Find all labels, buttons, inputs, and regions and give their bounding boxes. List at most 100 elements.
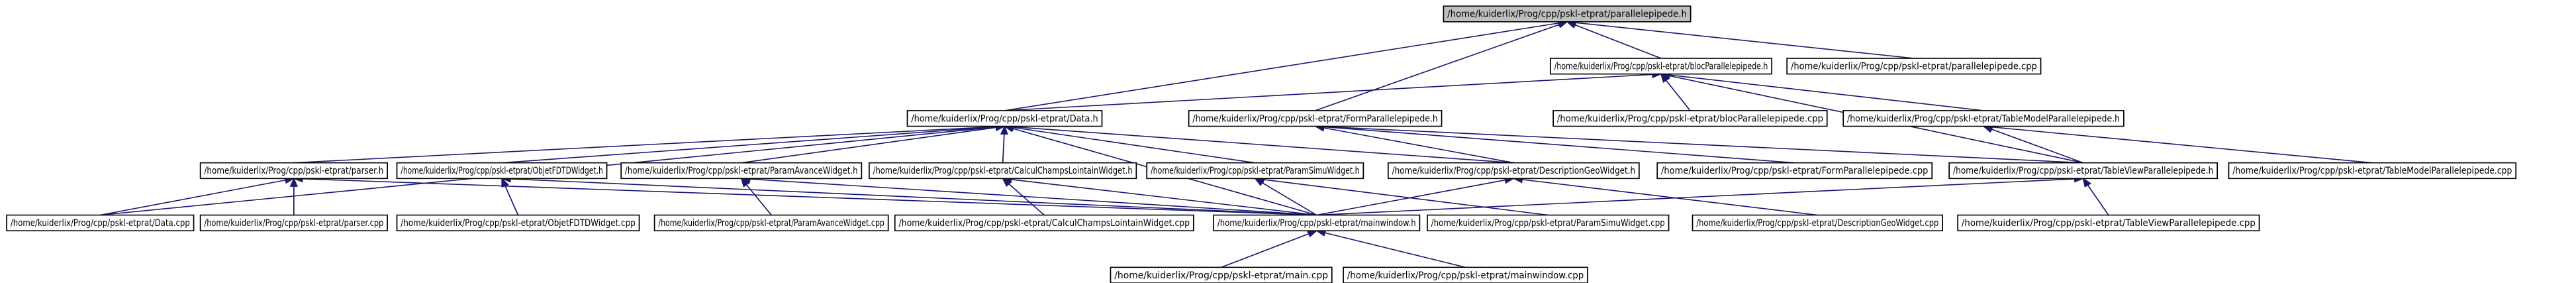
- node-tableview-cpp[interactable]: /home/kuiderlix/Prog/cpp/pskl-etprat/Tab…: [1957, 214, 2260, 231]
- edge-mainwindow-h-to-tableview-h: [1316, 175, 2085, 216]
- node-box: [1552, 110, 1828, 127]
- edge-line: [1665, 80, 1691, 111]
- node-label: /home/kuiderlix/Prog/cpp/pskl-etprat/blo…: [1554, 62, 1768, 72]
- node-box: [199, 214, 388, 231]
- edge-line: [1013, 126, 1514, 164]
- node-box: [1786, 58, 2042, 75]
- node-blocpar-cpp[interactable]: /home/kuiderlix/Prog/cpp/pskl-etprat/blo…: [1552, 110, 1828, 127]
- arrowhead: [1306, 230, 1318, 238]
- edge-line: [504, 186, 519, 215]
- node-box: [868, 162, 1137, 180]
- edge-line: [1575, 22, 1914, 59]
- node-label: /home/kuiderlix/Prog/cpp/pskl-etprat/Dat…: [11, 219, 190, 229]
- node-data-h[interactable]: /home/kuiderlix/Prog/cpp/pskl-etprat/Dat…: [906, 110, 1103, 127]
- node-paramavance-h[interactable]: /home/kuiderlix/Prog/cpp/pskl-etprat/Par…: [620, 162, 863, 180]
- edge-mainwindow-h-to-parser-h: [292, 175, 1317, 216]
- edge-paramavance-cpp-to-paramavance-h: [740, 177, 772, 215]
- node-box: [1387, 162, 1640, 180]
- arrowhead: [740, 177, 750, 188]
- arrowhead: [1254, 178, 1265, 186]
- edge-line: [1325, 232, 1466, 268]
- node-label: /home/kuiderlix/Prog/cpp/pskl-etprat/Tab…: [2232, 166, 2512, 176]
- node-mainwindow-cpp[interactable]: /home/kuiderlix/Prog/cpp/pskl-etprat/mai…: [1343, 266, 1588, 283]
- node-box: [1656, 162, 1933, 180]
- node-paramavance-cpp[interactable]: /home/kuiderlix/Prog/cpp/pskl-etprat/Par…: [653, 214, 889, 231]
- node-paramsimu-cpp[interactable]: /home/kuiderlix/Prog/cpp/pskl-etprat/Par…: [1427, 214, 1670, 231]
- edge-calcul-cpp-to-calcul-h: [1002, 178, 1045, 216]
- arrowhead: [1000, 125, 1008, 135]
- node-tableview-h[interactable]: /home/kuiderlix/Prog/cpp/pskl-etprat/Tab…: [1948, 162, 2218, 180]
- node-label: /home/kuiderlix/Prog/cpp/pskl-etprat/Tab…: [1962, 219, 2256, 229]
- edge-descgeo-h-to-data-h: [1003, 123, 1514, 164]
- edge-tablemodel-cpp-to-tablemodel-h: [1982, 123, 2373, 164]
- node-box: [1842, 110, 2124, 127]
- node-calcul-h[interactable]: /home/kuiderlix/Prog/cpp/pskl-etprat/Cal…: [868, 162, 1137, 180]
- edge-tablemodel-h-to-blocpar-h: [1660, 71, 1984, 111]
- edge-line: [1002, 134, 1005, 163]
- node-mainwindow-h[interactable]: /home/kuiderlix/Prog/cpp/pskl-etprat/mai…: [1213, 214, 1421, 231]
- node-label: /home/kuiderlix/Prog/cpp/pskl-etprat/Cal…: [873, 166, 1133, 176]
- edge-line: [1004, 23, 1559, 111]
- edge-line: [1316, 178, 2075, 216]
- node-box: [396, 214, 640, 231]
- edge-line: [1315, 24, 1560, 111]
- edge-line: [302, 178, 1317, 216]
- node-label: /home/kuiderlix/Prog/cpp/pskl-etprat/Par…: [1431, 219, 1665, 229]
- node-label: /home/kuiderlix/Prog/cpp/pskl-etprat/mai…: [1347, 270, 1584, 280]
- edge-line: [501, 126, 996, 164]
- edge-line: [510, 178, 1317, 216]
- edge-line: [1221, 233, 1310, 268]
- node-box: [1343, 266, 1588, 283]
- arrowhead: [289, 177, 298, 187]
- node-label: /home/kuiderlix/Prog/cpp/pskl-etprat/Cal…: [899, 219, 1190, 229]
- node-blocpar-h[interactable]: /home/kuiderlix/Prog/cpp/pskl-etprat/blo…: [1549, 58, 1773, 75]
- node-tablemodel-h[interactable]: /home/kuiderlix/Prog/cpp/pskl-etprat/Tab…: [1842, 110, 2124, 127]
- node-label: /home/kuiderlix/Prog/cpp/pskl-etprat/Tab…: [1953, 166, 2213, 176]
- node-box: [1427, 214, 1670, 231]
- node-formpar-cpp[interactable]: /home/kuiderlix/Prog/cpp/pskl-etprat/For…: [1656, 162, 1933, 180]
- node-label: /home/kuiderlix/Prog/cpp/pskl-etprat/blo…: [1557, 114, 1823, 124]
- arrowhead: [1982, 125, 1994, 133]
- node-descgeo-cpp[interactable]: /home/kuiderlix/Prog/cpp/pskl-etprat/Des…: [1692, 214, 1943, 231]
- edge-line: [1262, 182, 1317, 216]
- node-data-cpp[interactable]: /home/kuiderlix/Prog/cpp/pskl-etprat/Dat…: [6, 214, 195, 231]
- node-label: /home/kuiderlix/Prog/cpp/pskl-etprat/par…: [204, 166, 383, 176]
- node-label: /home/kuiderlix/Prog/cpp/pskl-etprat/Obj…: [401, 166, 603, 176]
- node-parser-cpp[interactable]: /home/kuiderlix/Prog/cpp/pskl-etprat/par…: [199, 214, 388, 231]
- node-label: /home/kuiderlix/Prog/cpp/pskl-etprat/Des…: [1696, 219, 1938, 229]
- edge-mainwindow-cpp-to-mainwindow-h: [1315, 229, 1466, 268]
- node-label: /home/kuiderlix/Prog/cpp/pskl-etprat/par…: [1447, 9, 1687, 19]
- node-objetfdtd-h[interactable]: /home/kuiderlix/Prog/cpp/pskl-etprat/Obj…: [396, 162, 608, 180]
- edge-parser-cpp-to-parser-h: [289, 177, 298, 215]
- node-box: [1957, 214, 2260, 231]
- node-paramsimu-h[interactable]: /home/kuiderlix/Prog/cpp/pskl-etprat/Par…: [1146, 162, 1364, 180]
- node-parser-h[interactable]: /home/kuiderlix/Prog/cpp/pskl-etprat/par…: [199, 162, 388, 180]
- node-tablemodel-cpp[interactable]: /home/kuiderlix/Prog/cpp/pskl-etprat/Tab…: [2228, 162, 2517, 180]
- node-par-cpp[interactable]: /home/kuiderlix/Prog/cpp/pskl-etprat/par…: [1786, 58, 2042, 75]
- edge-line: [1669, 74, 1984, 111]
- node-label: /home/kuiderlix/Prog/cpp/pskl-etprat/mai…: [1114, 270, 1328, 280]
- edge-line: [1316, 179, 1505, 216]
- edge-line: [1574, 24, 1662, 59]
- node-label: /home/kuiderlix/Prog/cpp/pskl-etprat/Par…: [658, 219, 884, 229]
- edge-line: [2087, 184, 2109, 215]
- node-label: /home/kuiderlix/Prog/cpp/pskl-etprat/Des…: [1392, 166, 1635, 176]
- node-formpar-h[interactable]: /home/kuiderlix/Prog/cpp/pskl-etprat/For…: [1188, 110, 1443, 127]
- node-descgeo-h[interactable]: /home/kuiderlix/Prog/cpp/pskl-etprat/Des…: [1387, 162, 1640, 180]
- edge-line: [1008, 183, 1045, 216]
- node-label: /home/kuiderlix/Prog/cpp/pskl-etprat/For…: [1661, 166, 1929, 176]
- node-objetfdtd-cpp[interactable]: /home/kuiderlix/Prog/cpp/pskl-etprat/Obj…: [396, 214, 640, 231]
- edge-line: [749, 178, 1317, 216]
- node-calcul-cpp[interactable]: /home/kuiderlix/Prog/cpp/pskl-etprat/Cal…: [894, 214, 1194, 231]
- node-box: [6, 214, 195, 231]
- node-label: /home/kuiderlix/Prog/cpp/pskl-etprat/Obj…: [401, 219, 636, 229]
- node-box: [906, 110, 1103, 127]
- arrowhead: [1557, 21, 1568, 28]
- node-box: [2228, 162, 2517, 180]
- edge-descgeo-cpp-to-descgeo-h: [1512, 176, 1818, 216]
- edge-line: [745, 184, 772, 215]
- edge-blocpar-h-to-root: [1566, 21, 1662, 59]
- node-box: [1146, 162, 1364, 180]
- node-main-cpp[interactable]: /home/kuiderlix/Prog/cpp/pskl-etprat/mai…: [1110, 266, 1333, 283]
